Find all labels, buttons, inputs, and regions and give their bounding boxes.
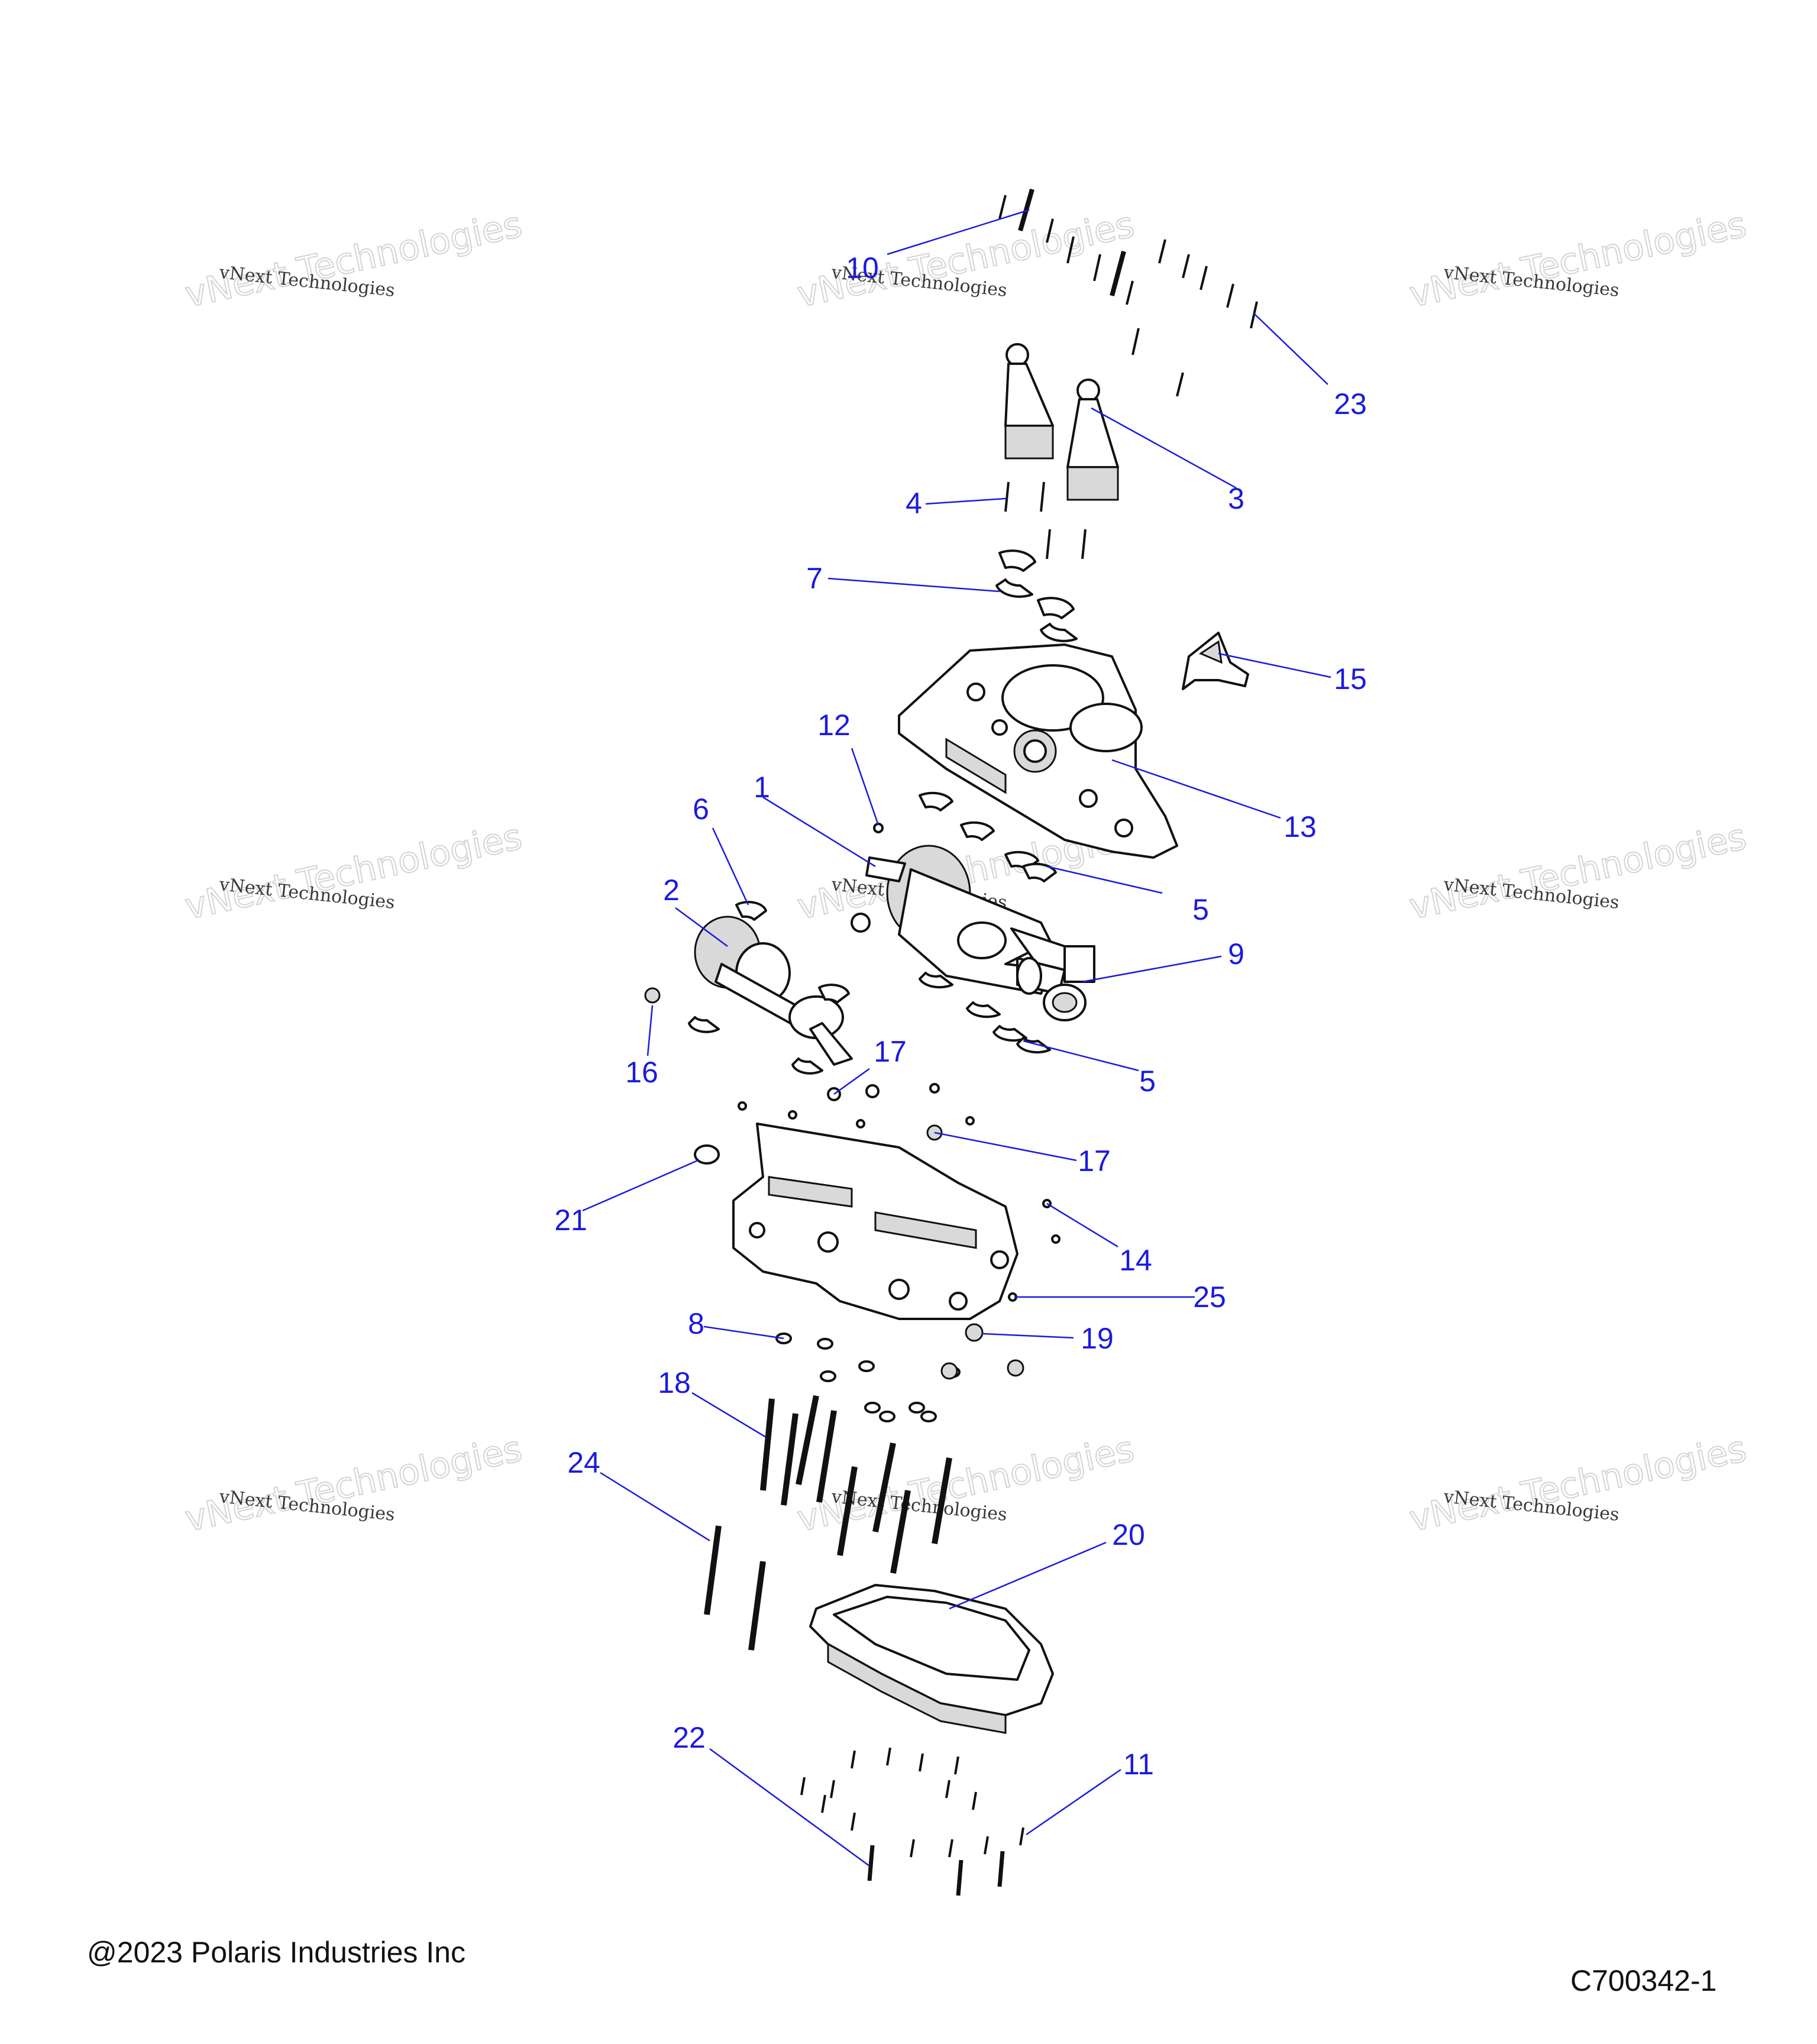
callout-5b: 5 — [1139, 1065, 1156, 1098]
callout-5a: 5 — [1192, 893, 1209, 926]
copyright-text: @2023 Polaris Industries Inc — [87, 1936, 465, 1969]
watermark: vNext Technologies — [794, 204, 1138, 316]
plug — [644, 987, 661, 1004]
watermark: vNext Technologies — [182, 204, 526, 316]
callout-11: 11 — [1123, 1748, 1154, 1781]
callout-3: 3 — [1228, 482, 1244, 515]
washers-and-nuts — [775, 1323, 1024, 1422]
watermark: vNext Technologies — [182, 816, 526, 928]
callout-20: 20 — [1112, 1518, 1145, 1551]
head-bolts — [998, 188, 1258, 397]
dowel-pin — [873, 823, 884, 833]
balance-shaft — [694, 916, 853, 1066]
callout-17b: 17 — [1078, 1144, 1111, 1178]
bracket — [1182, 632, 1249, 690]
callout-14: 14 — [1119, 1244, 1152, 1277]
callout-7: 7 — [806, 562, 823, 595]
leader-lines — [582, 209, 1331, 1867]
callout-6: 6 — [693, 793, 709, 826]
upper-crankcase — [898, 643, 1178, 859]
callout-9: 9 — [1228, 937, 1244, 971]
balance-shaft-bearings — [688, 901, 850, 1075]
rod-bearings — [995, 549, 1078, 642]
lower-crankcase — [732, 1123, 1019, 1320]
callout-24: 24 — [567, 1446, 600, 1479]
callout-22: 22 — [673, 1721, 706, 1754]
pan-bolts — [800, 1747, 1024, 1896]
callout-16: 16 — [625, 1056, 658, 1089]
callout-15: 15 — [1334, 662, 1367, 696]
callout-4: 4 — [906, 487, 922, 520]
watermark: vNext Technologies — [1406, 1428, 1750, 1540]
callout-12: 12 — [817, 709, 851, 742]
crankshaft — [851, 845, 1095, 995]
callout-18: 18 — [658, 1366, 691, 1399]
callout-8: 8 — [688, 1307, 704, 1340]
watermark: vNext Technologies — [182, 1428, 526, 1540]
callout-21: 21 — [554, 1204, 587, 1237]
callout-2: 2 — [663, 874, 680, 907]
callout-17a: 17 — [874, 1035, 907, 1068]
callout-25: 25 — [1193, 1280, 1226, 1314]
connecting-rods — [1004, 343, 1119, 501]
long-bolts — [704, 1525, 766, 1651]
oil-pan — [809, 1584, 1054, 1734]
watermark: vNext Technologies — [1406, 204, 1750, 316]
callout-23: 23 — [1334, 387, 1367, 421]
main-bearings-lower — [919, 972, 1051, 1054]
callout-labels: 1 2 3 4 5 5 6 7 8 9 10 11 12 13 14 15 16… — [554, 251, 1367, 1781]
watermark: vNext Technologies — [1406, 816, 1750, 928]
small-plugs — [1008, 1199, 1061, 1302]
main-bearings-upper — [919, 791, 1057, 882]
oil-seal — [1043, 984, 1087, 1021]
rod-bolts — [1004, 481, 1087, 559]
cup-plug — [694, 1144, 720, 1165]
callout-19: 19 — [1081, 1322, 1114, 1355]
callout-1: 1 — [754, 771, 770, 804]
callout-13: 13 — [1283, 810, 1317, 843]
case-bolts — [760, 1395, 952, 1574]
callout-10: 10 — [846, 251, 879, 284]
figure-id: C700342-1 — [1570, 1964, 1717, 1997]
